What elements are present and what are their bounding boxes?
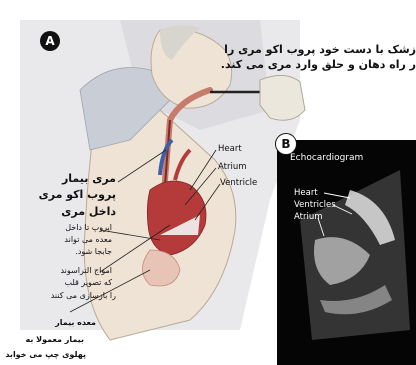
gloved-hand	[260, 75, 305, 120]
echo-label-ventricles: Ventricles	[294, 200, 336, 210]
badge-b: B	[275, 133, 297, 155]
echo-label-atrium: Atrium	[294, 212, 323, 222]
label-ultrasound-1: امواج التراسوند	[60, 266, 112, 275]
label-ultrasound-3: را بازسازی می کنند	[51, 291, 116, 300]
label-ventricle-a: Ventricle	[220, 178, 257, 188]
label-probe-note-2: معده می تواند	[64, 235, 112, 244]
echo-title: Echocardiogram	[290, 153, 363, 163]
caption-line-2: ر راه دهان و حلق وارد مری می کند.	[221, 58, 416, 71]
label-atrium-a: Atrium	[218, 162, 247, 172]
label-patient-esophagus: مری بیمار	[62, 172, 116, 185]
label-stomach: معده بیمار	[55, 318, 96, 327]
label-heart-a: Heart	[218, 144, 242, 154]
label-ultrasound-2: که تصویر قلب	[65, 278, 112, 287]
caption-line-1: زشک با دست خود پروب اکو مری را	[224, 43, 416, 56]
echo-label-heart: Heart	[294, 188, 318, 198]
label-probe-1: پروب اکو مری	[39, 188, 116, 201]
label-probe-note-1: اپروپ تا داخل	[65, 223, 112, 232]
badge-a: A	[40, 31, 60, 51]
label-position-2: پهلوی چپ می خوابد	[5, 350, 86, 359]
label-position-1: بیمار معمولا به	[26, 335, 84, 344]
label-probe-note-3: جابجا شود.	[75, 247, 112, 256]
label-probe-2: داخل مری	[61, 205, 116, 218]
